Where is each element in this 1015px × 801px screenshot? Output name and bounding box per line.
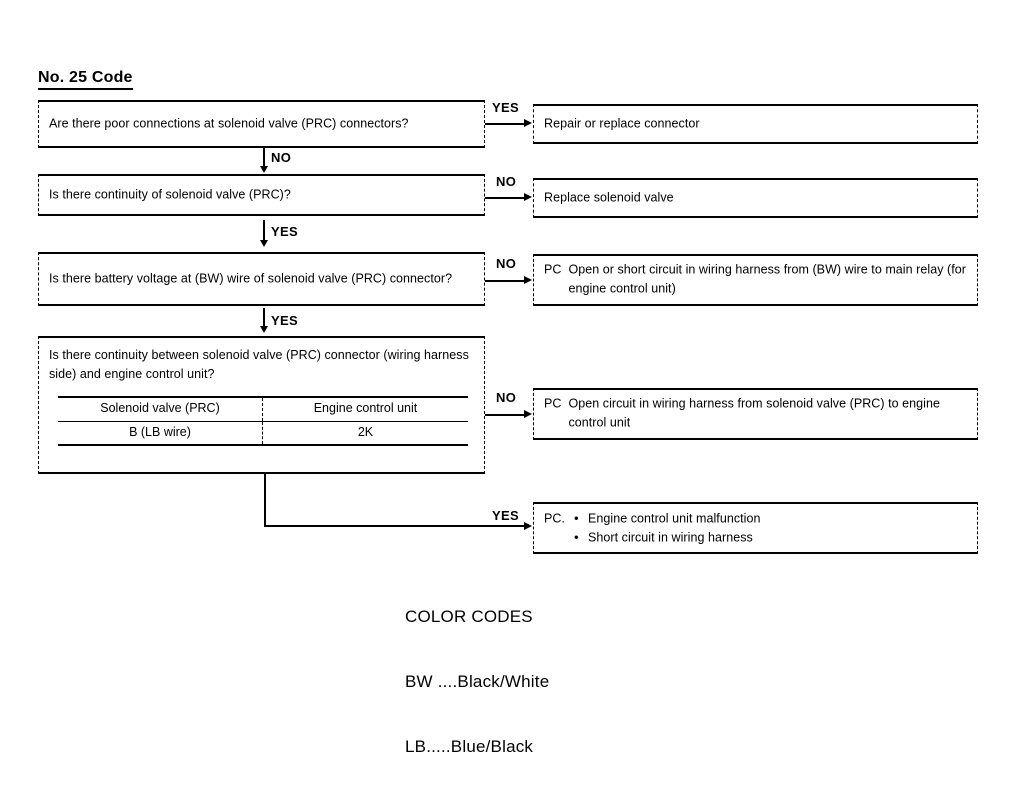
table-row: B (LB wire) 2K bbox=[58, 421, 468, 445]
decision-box-text: Are there poor connections at solenoid v… bbox=[49, 116, 409, 131]
result-box-text: PC. Engine control unit malfunction Shor… bbox=[544, 508, 971, 547]
result-box-description: Open or short circuit in wiring harness … bbox=[568, 262, 966, 296]
result-box-open-circuit-harness: PC Open circuit in wiring harness from s… bbox=[533, 388, 978, 440]
table-header-cell: Engine control unit bbox=[313, 401, 418, 415]
connector-q4-yes-arrow bbox=[524, 522, 532, 530]
decision-box-text: Is there battery voltage at (BW) wire of… bbox=[49, 271, 453, 286]
connector-q4-no-arrow bbox=[524, 410, 532, 418]
result-box-ecu-malfunction: PC. Engine control unit malfunction Shor… bbox=[533, 502, 978, 554]
decision-box-continuity-harness: Is there continuity between solenoid val… bbox=[38, 336, 485, 474]
pc-label: PC bbox=[544, 396, 562, 411]
decision-box-text: Is there continuity of solenoid valve (P… bbox=[49, 187, 291, 202]
legend-line-lb: LB.....Blue/Black bbox=[405, 737, 534, 756]
result-box-text: Replace solenoid valve bbox=[544, 190, 674, 205]
legend-line-bw: BW ....Black/White bbox=[405, 671, 550, 691]
connector-q1-no-line bbox=[263, 148, 265, 167]
connector-q3-no-arrow bbox=[524, 276, 532, 284]
result-box-text: PC Open or short circuit in wiring harne… bbox=[544, 261, 971, 300]
result-bullet-item: Engine control unit malfunction bbox=[572, 508, 761, 528]
table-header-cell: Solenoid valve (PRC) bbox=[58, 398, 263, 421]
pc-label: PC bbox=[544, 262, 562, 277]
connector-q3-no-line bbox=[485, 280, 525, 282]
diagram-canvas: No. 25 Code Are there poor connections a… bbox=[0, 0, 1015, 697]
connector-q4-yes-hline bbox=[264, 525, 525, 527]
connector-q1-yes-line bbox=[485, 123, 525, 125]
decision-box-poor-connections: Are there poor connections at solenoid v… bbox=[38, 100, 485, 148]
pc-label: PC. bbox=[544, 511, 565, 526]
connector-q2-no-arrow bbox=[524, 193, 532, 201]
result-box-repair-connector: Repair or replace connector bbox=[533, 104, 978, 144]
page-title: No. 25 Code bbox=[38, 69, 133, 90]
branch-label-q3-yes: YES bbox=[271, 313, 298, 328]
result-box-description: Open circuit in wiring harness from sole… bbox=[568, 396, 940, 430]
connector-q2-no-line bbox=[485, 197, 525, 199]
connector-q1-no-arrow bbox=[260, 166, 268, 173]
branch-label-q4-no: NO bbox=[496, 390, 517, 405]
result-box-replace-solenoid: Replace solenoid valve bbox=[533, 178, 978, 218]
branch-label-q2-yes: YES bbox=[271, 224, 298, 239]
decision-box-continuity-solenoid: Is there continuity of solenoid valve (P… bbox=[38, 174, 485, 216]
branch-label-q1-no: NO bbox=[271, 150, 292, 165]
connector-q3-yes-line bbox=[263, 308, 265, 327]
decision-box-text: Is there continuity between solenoid val… bbox=[49, 348, 469, 382]
branch-label-q1-yes: YES bbox=[492, 100, 519, 115]
branch-label-q4-yes: YES bbox=[492, 508, 519, 523]
result-box-open-short-main-relay: PC Open or short circuit in wiring harne… bbox=[533, 254, 978, 306]
table-cell: 2K bbox=[357, 424, 374, 439]
connector-q3-yes-arrow bbox=[260, 326, 268, 333]
color-codes-legend: COLOR CODES BW ....Black/White LB.....Bl… bbox=[405, 562, 549, 801]
connector-q2-yes-arrow bbox=[260, 240, 268, 247]
decision-box-battery-voltage: Is there battery voltage at (BW) wire of… bbox=[38, 252, 485, 306]
result-box-text: Repair or replace connector bbox=[544, 116, 700, 131]
connector-q2-yes-line bbox=[263, 220, 265, 240]
table-cell: B (LB wire) bbox=[58, 421, 263, 445]
connector-q1-yes-arrow bbox=[524, 119, 532, 127]
result-bullet-item: Short circuit in wiring harness bbox=[572, 527, 761, 547]
legend-title: COLOR CODES bbox=[405, 606, 533, 626]
branch-label-q2-no: NO bbox=[496, 174, 517, 189]
branch-label-q3-no: NO bbox=[496, 256, 517, 271]
connector-q4-no-line bbox=[485, 414, 525, 416]
connector-q4-yes-vline bbox=[264, 474, 266, 527]
result-bullet-list: Engine control unit malfunction Short ci… bbox=[572, 508, 761, 547]
continuity-table: Solenoid valve (PRC) Engine control unit… bbox=[58, 396, 468, 447]
table-header-row: Solenoid valve (PRC) Engine control unit bbox=[58, 398, 468, 422]
result-box-text: PC Open circuit in wiring harness from s… bbox=[544, 395, 971, 434]
